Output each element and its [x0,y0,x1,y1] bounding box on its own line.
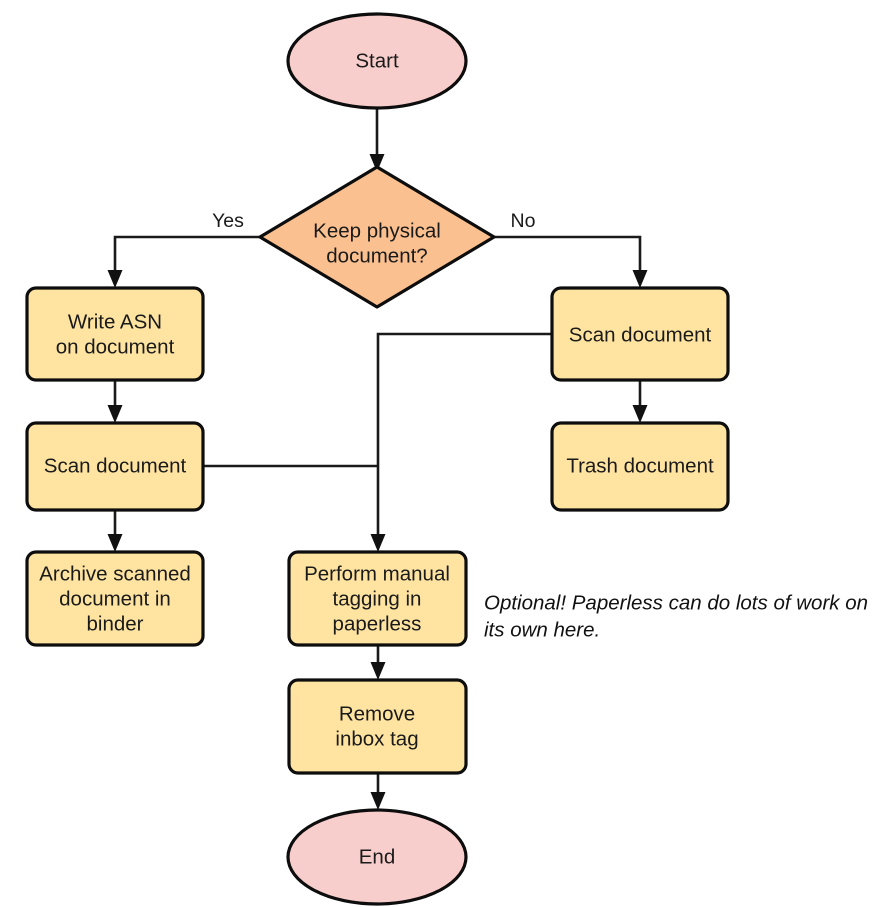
node-perform-manual-tagging[interactable]: Perform manual tagging in paperless [287,550,468,647]
edge-manual-tagging-to-remove-inbox [370,645,386,680]
node-archive-label-line2: document in [59,587,171,610]
node-remove-inbox-tag[interactable]: Remove inbox tag [287,678,468,775]
node-decision-shape[interactable] [258,165,496,309]
node-archive-label-line1: Archive scanned [39,562,191,585]
node-write-asn-on-document[interactable]: Write ASN on document [25,286,205,382]
arrow-head-icon [107,270,123,288]
node-trash-document[interactable]: Trash document [550,421,730,512]
arrow-head-icon [369,154,385,172]
edge-write-asn-to-scan-left [107,380,123,423]
node-start-label: Start [355,49,399,72]
annotation-note-line1: Optional! Paperless can do lots of work … [484,591,868,614]
node-decision-label-line1: Keep physical [313,219,441,242]
edge-decision-to-scan-right [494,235,648,288]
node-manual-tagging-label-line1: Perform manual [304,562,450,585]
node-decision-label-line2: document? [326,244,427,267]
node-keep-physical-document-decision[interactable]: Keep physical document? [258,165,496,309]
node-manual-tagging-label-line3: paperless [333,612,422,635]
node-manual-tagging-shape[interactable] [287,550,468,647]
node-trash-document-shape[interactable] [550,421,730,512]
edge-remove-inbox-to-end [370,773,386,810]
edge-scan-right-to-trash [632,380,648,423]
node-write-asn-label-line1: Write ASN [68,310,162,333]
node-layer: Start Keep physical document? Write ASN … [25,12,730,906]
arrow-head-icon [632,270,648,288]
edge-scan-right-to-manual-tagging [370,332,552,552]
arrow-head-icon [370,792,386,810]
edge-decision-to-write-asn [107,235,260,288]
node-scan-document-right-label: Scan document [569,323,712,346]
node-scan-document-right-shape[interactable] [550,286,730,382]
arrow-head-icon [632,405,648,423]
node-scan-document-left-label: Scan document [44,454,187,477]
node-start[interactable]: Start [286,12,468,110]
edge-start-to-decision [369,108,385,172]
node-manual-tagging-label-line2: tagging in [333,587,422,610]
node-trash-document-label: Trash document [566,454,714,477]
arrow-head-icon [107,405,123,423]
annotation-optional-note: Optional! Paperless can do lots of work … [484,591,868,641]
node-archive-label-line3: binder [87,612,144,635]
node-scan-document-left[interactable]: Scan document [25,421,205,512]
edge-label-yes: Yes [212,210,244,232]
arrow-head-icon [107,534,123,552]
node-archive-scanned-document[interactable]: Archive scanned document in binder [25,550,205,647]
node-end-label: End [359,845,395,868]
node-write-asn-label-line2: on document [56,335,175,358]
edge-label-no: No [511,210,536,232]
edge-layer [107,108,648,810]
node-start-shape[interactable] [286,12,468,110]
node-remove-inbox-tag-label-line1: Remove [339,702,415,725]
node-remove-inbox-tag-label-line2: inbox tag [335,727,418,750]
node-end[interactable]: End [286,808,468,906]
node-archive-shape[interactable] [25,550,205,647]
annotation-note-line2: its own here. [484,618,600,641]
node-write-asn-shape[interactable] [25,286,205,382]
node-end-shape[interactable] [286,808,468,906]
node-scan-document-left-shape[interactable] [25,421,205,512]
edge-scan-left-to-archive [107,510,123,552]
arrow-head-icon [370,534,386,552]
edge-label-layer: Yes No [212,210,536,232]
node-scan-document-right[interactable]: Scan document [550,286,730,382]
arrow-head-icon [370,662,386,680]
node-remove-inbox-tag-shape[interactable] [287,678,468,775]
